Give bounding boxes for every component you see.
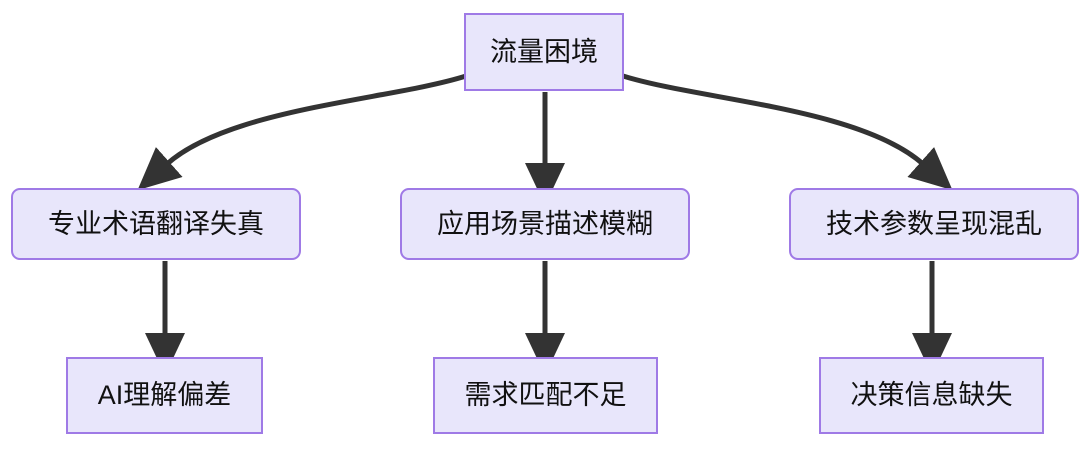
flow-node-mid-3-label: 技术参数呈现混乱: [826, 208, 1042, 239]
flow-node-mid-2[interactable]: 应用场景描述模糊: [400, 188, 690, 260]
flow-node-leaf-3[interactable]: 决策信息缺失: [819, 357, 1044, 434]
flow-node-leaf-2[interactable]: 需求匹配不足: [433, 357, 658, 434]
flow-node-mid-2-label: 应用场景描述模糊: [437, 208, 653, 239]
edge-root-to-mid-3: [622, 73, 953, 191]
flow-node-leaf-2-label: 需求匹配不足: [464, 380, 627, 410]
flow-node-leaf-1[interactable]: AI理解偏差: [66, 357, 263, 434]
flow-node-mid-1-label: 专业术语翻译失真: [48, 208, 264, 239]
edge-root-to-mid-1: [137, 73, 467, 191]
flow-node-leaf-3-label: 决策信息缺失: [850, 380, 1013, 410]
flow-node-mid-3[interactable]: 技术参数呈现混乱: [789, 188, 1079, 260]
flow-node-leaf-1-label: AI理解偏差: [97, 380, 232, 410]
flow-node-mid-1[interactable]: 专业术语翻译失真: [11, 188, 301, 260]
flow-node-root[interactable]: 流量困境: [464, 13, 624, 91]
flow-node-root-label: 流量困境: [490, 36, 598, 67]
